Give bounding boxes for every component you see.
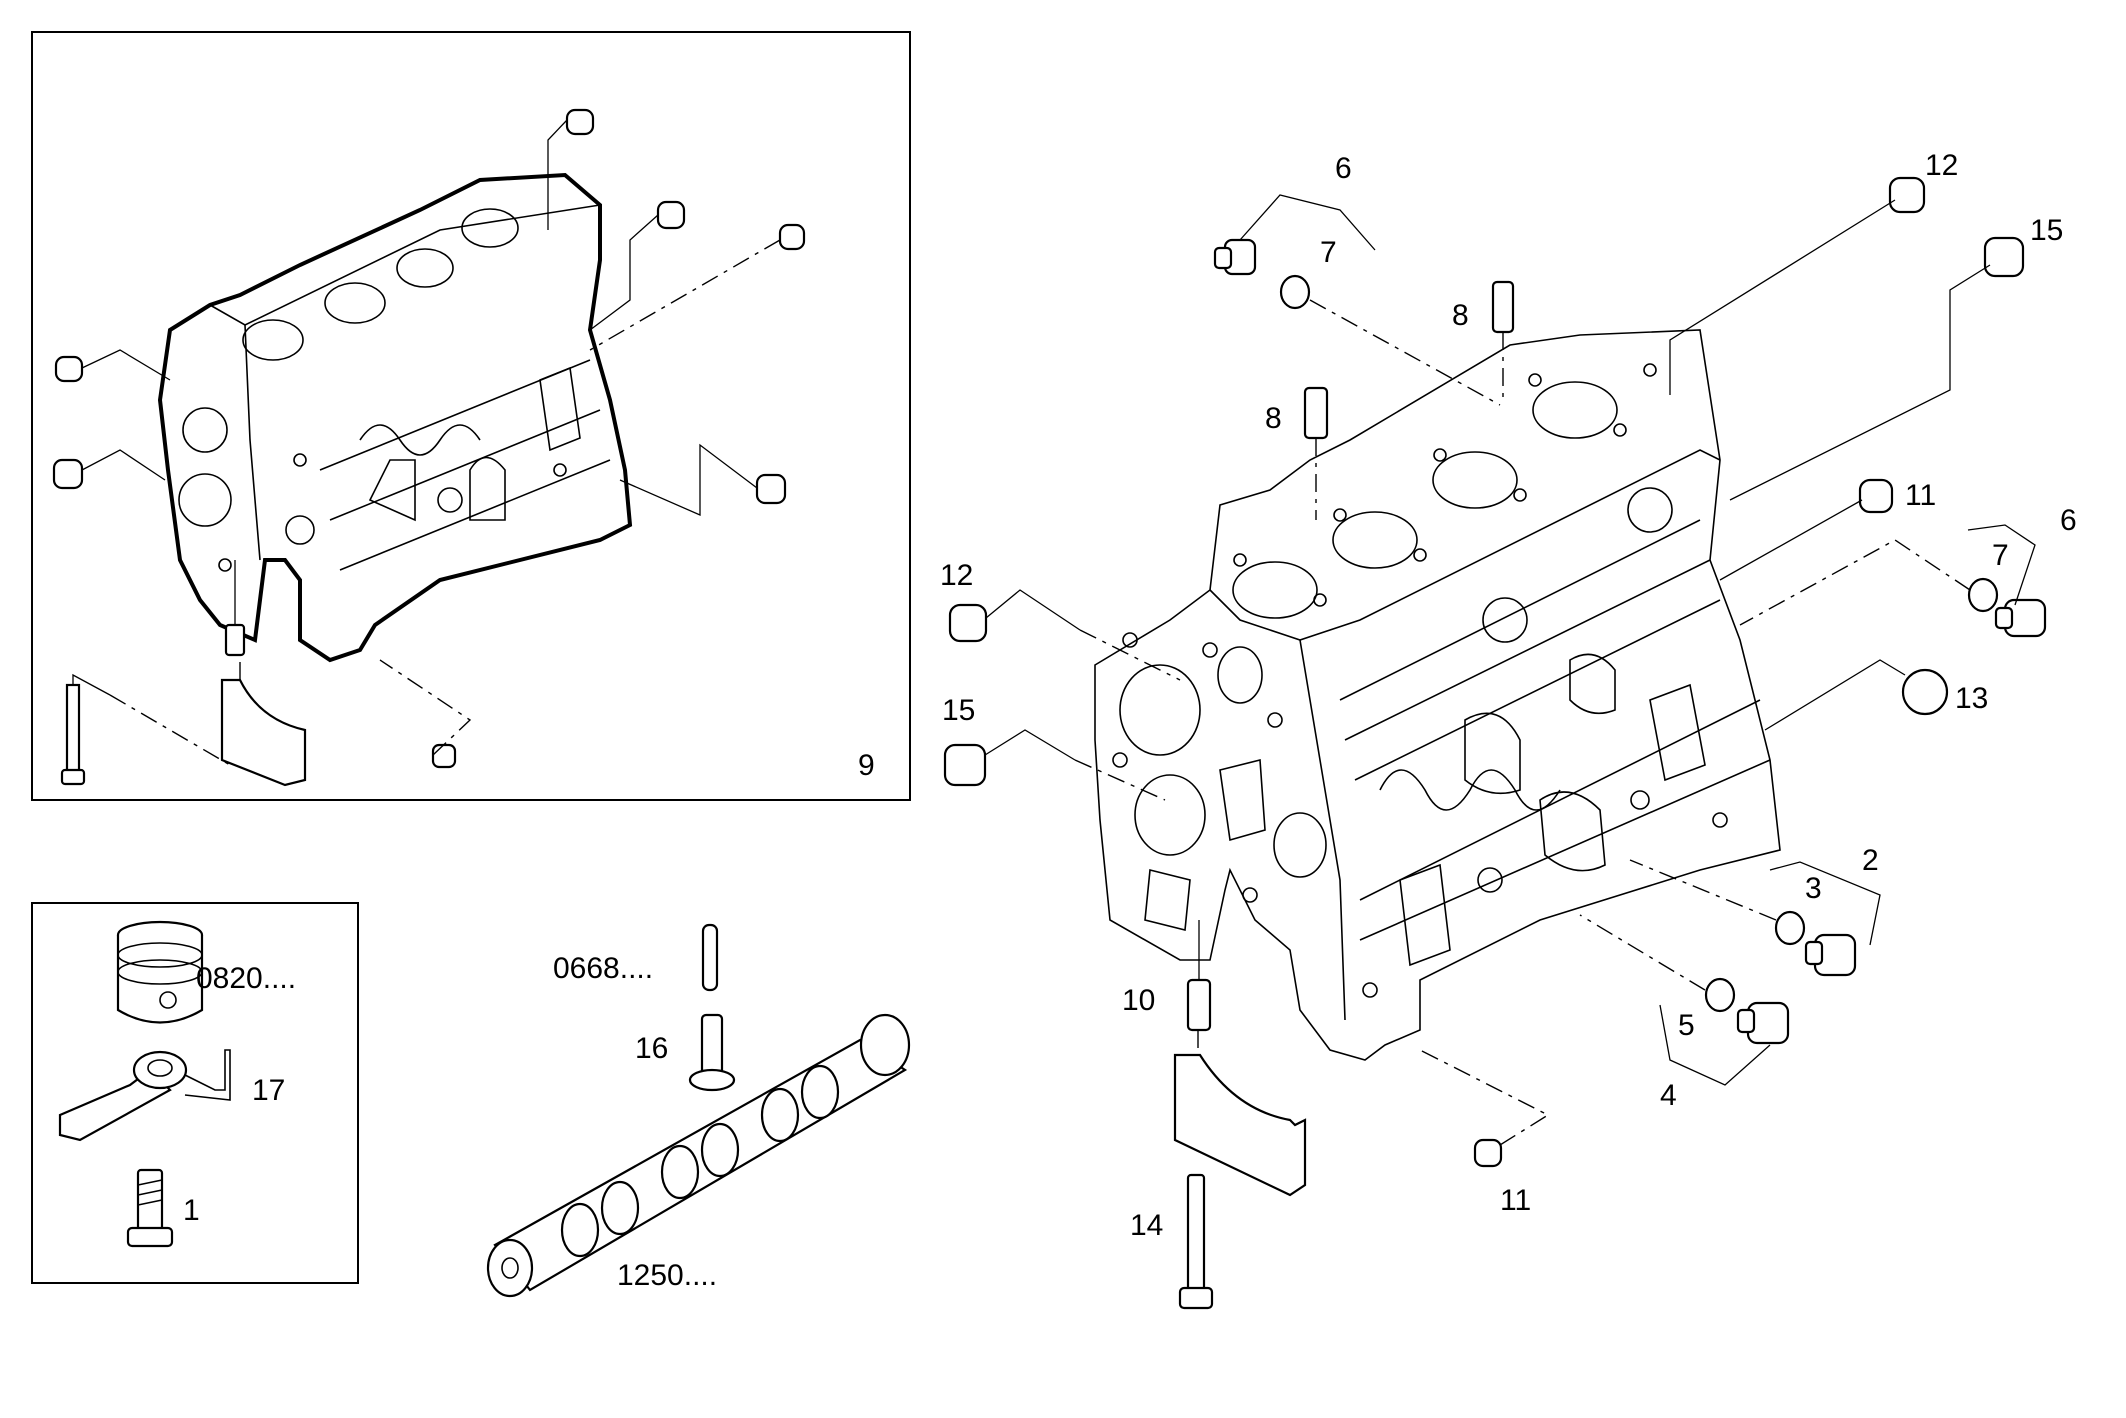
piston-icon — [116, 920, 204, 1024]
plug-13 — [1901, 668, 1949, 716]
ring-7-top — [1279, 274, 1311, 310]
inset-bolt — [60, 683, 86, 786]
callout-14: 14 — [1130, 1209, 1163, 1242]
callout-9: 9 — [858, 749, 875, 782]
plug-11-upper — [1858, 478, 1894, 514]
dowel-8-upper — [1491, 280, 1515, 334]
bearing-cap — [1173, 1053, 1307, 1197]
callout-6-right: 6 — [2060, 504, 2077, 537]
callout-15-left: 15 — [942, 694, 975, 727]
inset-plug-right3 — [755, 473, 787, 505]
inset-frame-piston-kit — [31, 902, 359, 1284]
callout-8-upper: 8 — [1452, 299, 1469, 332]
callout-15-top: 15 — [2030, 214, 2063, 247]
bolt-14 — [1178, 1173, 1214, 1310]
callout-11-upper: 11 — [1905, 479, 1936, 512]
inset-dowel — [224, 623, 246, 657]
plug-6-top — [1213, 238, 1257, 276]
callout-12-left: 12 — [940, 559, 973, 592]
plug-15-top — [1983, 236, 2025, 278]
oil-jet-icon — [58, 1049, 231, 1142]
plug-4 — [1736, 1001, 1790, 1045]
callout-12-top: 12 — [1925, 149, 1958, 182]
dowel-8-lower — [1303, 386, 1329, 440]
plug-12-left — [948, 603, 988, 643]
tappet-icon — [688, 1013, 736, 1092]
jet-bolt-icon — [126, 1168, 174, 1248]
plug-2 — [1804, 933, 1857, 977]
inset-plug-bottom — [431, 743, 457, 769]
camshaft-icon — [486, 1013, 911, 1298]
pushrod-icon — [701, 923, 719, 992]
inset-plug-left1 — [54, 355, 84, 383]
callout-2: 2 — [1862, 844, 1879, 877]
plug-12-top — [1888, 176, 1926, 214]
inset-frame-block — [31, 31, 911, 801]
callout-8-lower: 8 — [1265, 402, 1282, 435]
inset-plug-right1 — [656, 200, 686, 230]
dowel-10 — [1186, 978, 1212, 1032]
callout-1250: 1250.... — [617, 1259, 717, 1292]
inset-plug-right2 — [778, 223, 806, 251]
inset-bearing-cap — [220, 678, 307, 787]
callout-1: 1 — [183, 1194, 200, 1227]
callout-13: 13 — [1955, 682, 1988, 715]
callout-0668: 0668.... — [553, 952, 653, 985]
ring-7-right — [1967, 577, 1999, 613]
callout-0820: 0820.... — [196, 962, 296, 995]
ring-3 — [1774, 910, 1806, 946]
plug-6-right — [1994, 598, 2047, 638]
callout-16: 16 — [635, 1032, 668, 1065]
callout-5: 5 — [1678, 1009, 1695, 1042]
callout-7-right: 7 — [1992, 539, 2009, 572]
inset-plug-left2 — [52, 458, 84, 490]
callout-6-top: 6 — [1335, 152, 1352, 185]
ring-5 — [1704, 977, 1736, 1013]
inset-plug-top — [565, 108, 595, 136]
callout-17: 17 — [252, 1074, 285, 1107]
callout-10: 10 — [1122, 984, 1155, 1017]
main-engine-block — [1094, 329, 1781, 1061]
callout-3: 3 — [1805, 872, 1822, 905]
plug-15-left — [943, 743, 987, 787]
inset-engine-block — [157, 172, 633, 663]
plug-11-lower — [1473, 1138, 1503, 1168]
callout-4: 4 — [1660, 1079, 1677, 1112]
callout-11-lower: 11 — [1500, 1184, 1531, 1217]
callout-7-top: 7 — [1320, 236, 1337, 269]
